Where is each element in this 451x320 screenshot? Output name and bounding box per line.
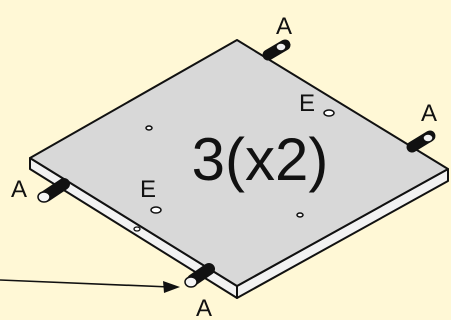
label-dowel-top: A bbox=[276, 13, 292, 40]
hole-top-center-left bbox=[150, 206, 162, 214]
hole-edge bbox=[133, 226, 141, 232]
dowel-left bbox=[37, 178, 70, 203]
label-hole-left: E bbox=[140, 176, 156, 203]
dowel-right bbox=[406, 130, 436, 153]
label-dowel-bottom: A bbox=[196, 295, 212, 320]
panel-top-face bbox=[29, 39, 449, 287]
dowel-bottom bbox=[184, 263, 215, 288]
hole-top-bottom bbox=[296, 212, 304, 218]
label-hole-right: E bbox=[299, 90, 315, 117]
label-dowel-right: A bbox=[421, 100, 437, 127]
hole-top-left bbox=[145, 125, 153, 131]
label-dowel-left: A bbox=[11, 176, 27, 203]
part-label: 3(x2) bbox=[192, 126, 329, 193]
dowel-top bbox=[262, 39, 291, 61]
pointer-arrow-head bbox=[163, 281, 180, 293]
pointer-arrow-line bbox=[0, 279, 171, 288]
hole-top-right bbox=[323, 109, 335, 117]
